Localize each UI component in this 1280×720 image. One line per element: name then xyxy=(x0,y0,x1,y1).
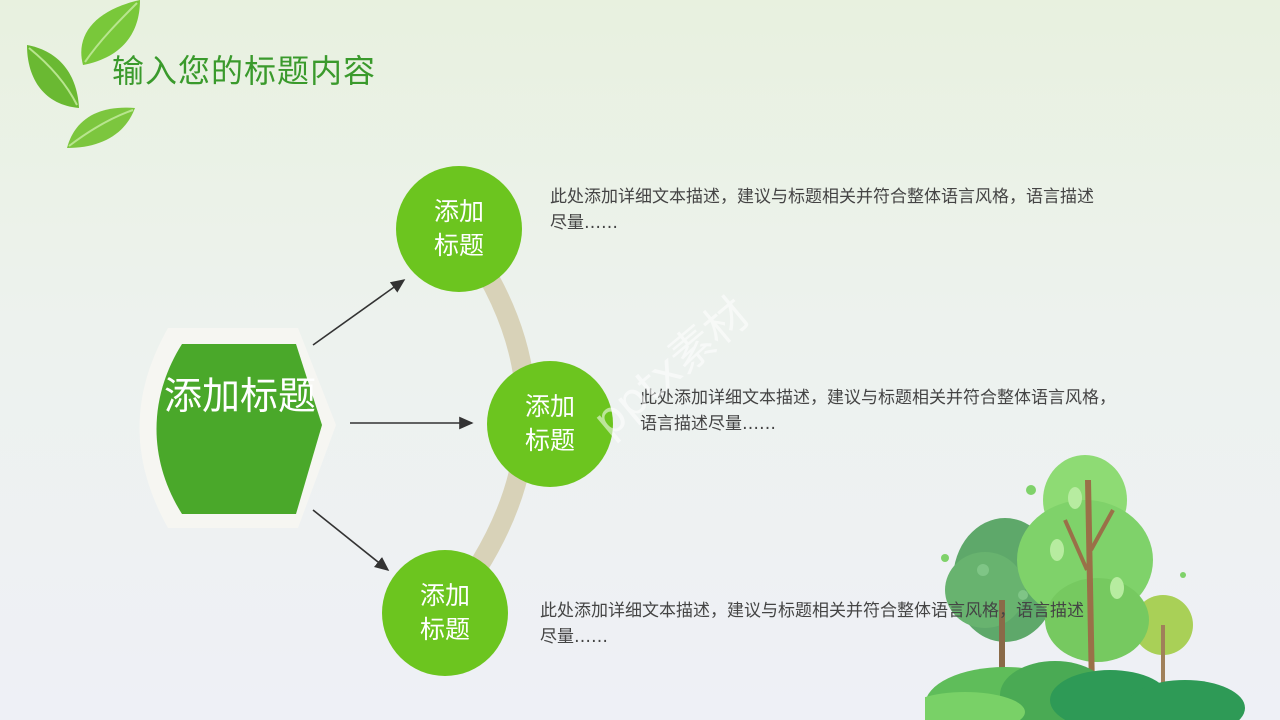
item-description-3: 此处添加详细文本描述，建议与标题相关并符合整体语言风格，语言描述 尽量…… xyxy=(540,598,1160,650)
desc-line: 尽量…… xyxy=(550,213,618,233)
leaf-icon xyxy=(81,0,140,65)
item-label-line2: 标题 xyxy=(524,426,575,455)
item-description-2: 此处添加详细文本描述，建议与标题相关并符合整体语言风格， 语言描述尽量…… xyxy=(640,385,1200,437)
item-label-line2: 标题 xyxy=(433,231,484,260)
item-circle-3: 添加标题 xyxy=(382,550,508,676)
item-label-line1: 添加 xyxy=(419,581,470,610)
desc-line: 语言描述尽量…… xyxy=(640,414,776,434)
item-label-line1: 添加 xyxy=(433,197,484,226)
leaf-icon xyxy=(27,45,79,108)
arrow-icon xyxy=(312,509,390,571)
item-label-line2: 标题 xyxy=(419,615,470,644)
arrow-icon xyxy=(312,279,406,346)
leaves-decoration xyxy=(27,0,140,148)
bush-icon xyxy=(925,661,1245,720)
item-circle-2: 添加标题 xyxy=(487,361,613,487)
item-label-line1: 添加 xyxy=(524,392,575,421)
item-circle-1: 添加标题 xyxy=(396,166,522,292)
desc-line: 此处添加详细文本描述，建议与标题相关并符合整体语言风格，语言描述 xyxy=(550,187,1094,207)
leaf-icon xyxy=(67,107,135,148)
center-badge xyxy=(139,328,336,528)
desc-line: 此处添加详细文本描述，建议与标题相关并符合整体语言风格，语言描述 xyxy=(540,601,1084,621)
center-label: 添加标题 xyxy=(163,374,316,418)
item-description-1: 此处添加详细文本描述，建议与标题相关并符合整体语言风格，语言描述 尽量…… xyxy=(550,184,1170,236)
page-title: 输入您的标题内容 xyxy=(112,52,377,90)
tree-icon xyxy=(1017,455,1153,690)
desc-line: 尽量…… xyxy=(540,627,608,647)
trees-decoration xyxy=(925,455,1245,720)
tree-icon xyxy=(1133,595,1193,695)
desc-line: 此处添加详细文本描述，建议与标题相关并符合整体语言风格， xyxy=(640,388,1116,408)
